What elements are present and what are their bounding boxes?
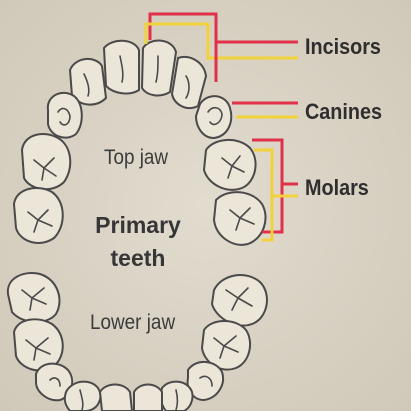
title-primary: Primary <box>78 212 198 239</box>
upper-canine-right <box>196 96 231 138</box>
molars-label: Molars <box>305 175 369 201</box>
lower-jaw-label: Lower jaw <box>90 311 175 335</box>
canines-label: Canines <box>305 99 382 125</box>
incisors-label: Incisors <box>305 34 381 60</box>
lower-central-incisor-left <box>100 385 132 411</box>
lower-central-incisor-right <box>134 385 162 411</box>
top-jaw-label: Top jaw <box>104 146 168 170</box>
upper-first-molar-left <box>22 134 70 189</box>
upper-canine-left <box>48 93 82 138</box>
upper-central-incisor-right <box>142 41 176 96</box>
title-teeth: teeth <box>78 245 198 272</box>
upper-second-molar-left <box>14 188 63 243</box>
